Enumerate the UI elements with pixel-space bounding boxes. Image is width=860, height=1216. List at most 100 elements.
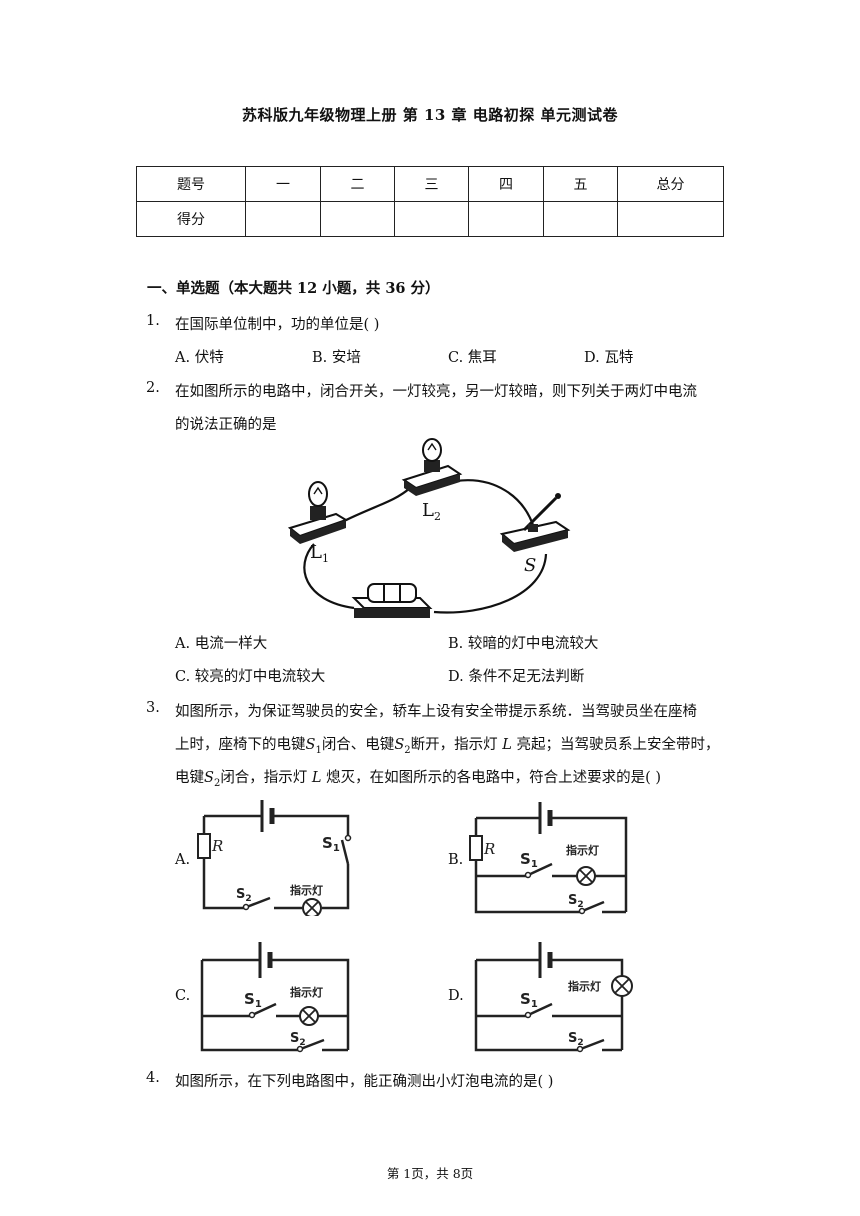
label-r: R (483, 840, 495, 858)
question-text: 在如图所示的电路中，闭合开关，一灯较亮，另一灯较暗，则下列关于两灯中电流 (175, 384, 697, 400)
option-b: B. 安培 (312, 350, 361, 366)
symbol-s: S (305, 737, 316, 753)
table-row: 得分 (136, 201, 724, 237)
circuit-a-figure: R S1 S2 指示灯 (197, 800, 352, 916)
table-cell (245, 201, 321, 237)
text-run: 电键 (175, 770, 204, 786)
question-number: 4. (146, 1070, 160, 1086)
label-lamp: 指示灯 (568, 979, 601, 993)
label-s2: S (568, 893, 577, 908)
label-s1: S (520, 850, 531, 868)
question-number: 2. (146, 380, 160, 396)
label-lamp: 指示灯 (566, 843, 599, 857)
label-s2-sub: 2 (299, 1038, 305, 1048)
label-l2-sub: 2 (434, 510, 441, 523)
option-b: B. (448, 852, 464, 868)
subscript: 1 (315, 744, 322, 756)
option-a: A. (175, 852, 191, 868)
svg-text:S2: S2 (568, 893, 584, 910)
label-r: R (211, 837, 223, 855)
label-s2: S (290, 1031, 299, 1046)
table-row: 题号 一 二 三 四 五 总分 (136, 166, 724, 202)
symbol-s: S (394, 737, 405, 753)
text-run: 上时，座椅下的电键 (175, 737, 306, 753)
label-s2-sub: 2 (245, 894, 251, 904)
table-cell: 五 (543, 166, 618, 202)
table-cell: 三 (394, 166, 469, 202)
option-c: C. 较亮的灯中电流较大 (175, 669, 326, 685)
svg-text:S2: S2 (290, 1031, 306, 1048)
question-number: 1. (146, 313, 160, 329)
circuit-b-figure: R S1 指示灯 S2 (469, 802, 628, 915)
label-s1: S (520, 990, 531, 1008)
page-footer: 第 1页，共 8页 (386, 1166, 474, 1181)
table-cell (394, 201, 469, 237)
switch-s: S (499, 493, 571, 576)
question-text: 在国际单位制中，功的单位是( ) (175, 317, 380, 333)
text-run: 闭合、电键 (321, 737, 395, 753)
table-cell: 四 (468, 166, 544, 202)
text-run: 闭合，指示灯 (220, 770, 308, 786)
subscript: 2 (404, 744, 411, 756)
battery (351, 583, 433, 618)
option-a: A. 伏特 (175, 350, 224, 366)
label-l2: L (422, 500, 434, 521)
circuit-c-figure: S1 指示灯 S2 (200, 942, 350, 1053)
table-cell (543, 201, 618, 237)
svg-text:S1: S1 (244, 990, 262, 1010)
table-cell: 总分 (617, 166, 724, 202)
table-cell: 一 (245, 166, 321, 202)
label-s1-sub: 1 (333, 843, 340, 854)
label-s1: S (244, 990, 255, 1008)
question-number: 3. (146, 700, 160, 716)
label-l1-sub: 1 (322, 552, 329, 565)
option-a: A. 电流一样大 (175, 636, 268, 652)
circuit-photo-figure: L1 L2 S (287, 438, 571, 618)
label-s2: S (568, 1031, 577, 1046)
option-d: D. 瓦特 (584, 350, 634, 366)
option-c: C. (175, 988, 191, 1004)
section-heading: 一、单选题（本大题共 12 小题，共 36 分） (147, 280, 440, 297)
table-cell: 得分 (136, 201, 246, 237)
option-d: D. 条件不足无法判断 (448, 669, 585, 685)
label-s2-sub: 2 (577, 1038, 583, 1048)
svg-text:S2: S2 (568, 1031, 584, 1048)
option-d: D. (448, 988, 464, 1004)
question-text: 如图所示，为保证驾驶员的安全，轿车上设有安全带提示系统．当驾驶员坐在座椅 (175, 704, 697, 720)
label-s1: S (322, 834, 333, 852)
question-text: 如图所示，在下列电路图中，能正确测出小灯泡电流的是( ) (175, 1074, 554, 1090)
table-cell (468, 201, 544, 237)
label-lamp: 指示灯 (290, 883, 323, 897)
option-c: C. 焦耳 (448, 350, 497, 366)
table-cell: 题号 (136, 166, 246, 202)
svg-text:L1: L1 (310, 542, 329, 565)
label-s2-sub: 2 (577, 900, 583, 910)
label-lamp: 指示灯 (290, 985, 323, 999)
svg-text:L2: L2 (422, 500, 441, 523)
symbol-s: S (204, 770, 214, 786)
label-s1-sub: 1 (531, 859, 538, 870)
question-text: 的说法正确的是 (175, 417, 277, 433)
text-run: 亮起；当驾驶员系上安全带时， (516, 737, 720, 753)
subscript: 2 (213, 777, 221, 789)
question-text: 电键S2闭合，指示灯 L 熄灭，在如图所示的各电路中，符合上述要求的是( ) (175, 766, 725, 789)
lamp-l2: L2 (401, 438, 463, 523)
label-s1-sub: 1 (531, 999, 538, 1010)
svg-text:S1: S1 (520, 990, 538, 1010)
option-b: B. 较暗的灯中电流较大 (448, 636, 599, 652)
label-s1-sub: 1 (255, 999, 262, 1010)
symbol-l: L (311, 770, 322, 786)
table-cell (617, 201, 724, 237)
score-table: 题号 一 二 三 四 五 总分 得分 (136, 166, 724, 237)
svg-text:S2: S2 (236, 887, 252, 904)
lamp-l1: L1 (287, 481, 349, 565)
svg-text:S1: S1 (322, 834, 340, 854)
label-s: S (524, 555, 536, 576)
svg-text:S1: S1 (520, 850, 538, 870)
label-l1: L (310, 542, 322, 563)
circuit-d-figure: S1 指示灯 S2 (474, 942, 633, 1053)
label-s2: S (236, 887, 245, 902)
table-cell: 二 (320, 166, 395, 202)
text-run: 熄灭，在如图所示的各电路中，符合上述要求的是( ) (326, 770, 662, 786)
question-text: 上时，座椅下的电键S1闭合、电键S2断开，指示灯 L 亮起；当驾驶员系上安全带时… (175, 733, 725, 756)
